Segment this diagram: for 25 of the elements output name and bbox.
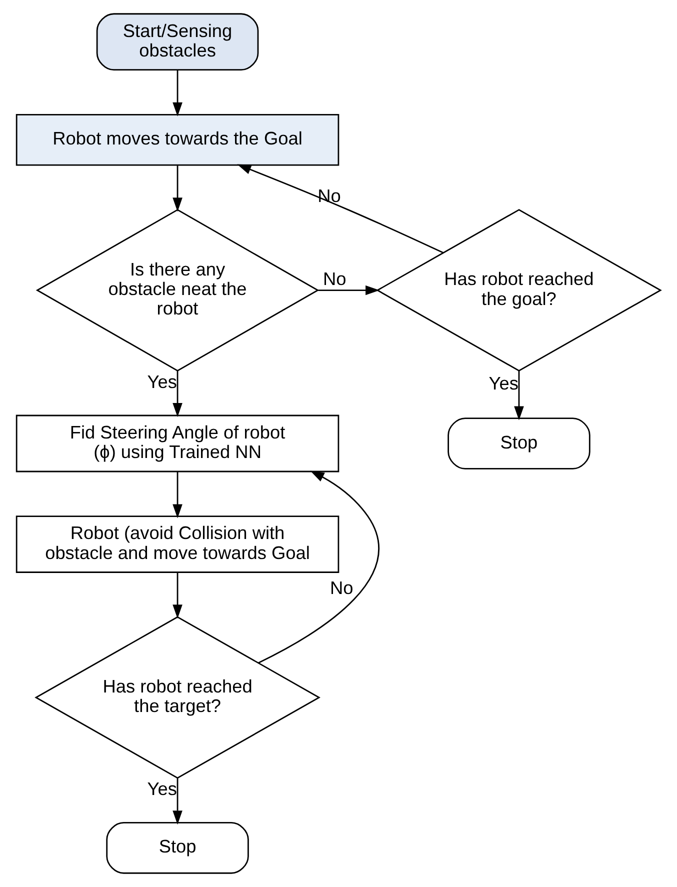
arrow [514, 370, 524, 420]
node-box: Stop [106, 822, 249, 874]
edge-label: Yes [488, 373, 518, 394]
edge-label: No [330, 578, 354, 598]
node-box: Robot (avoid Collision with obstacle and move towards Goal [16, 516, 340, 573]
arrow [172, 70, 182, 116]
edge-label: Yes [147, 372, 177, 392]
node-box: Fid Steering Angle of robot (ϕ) using Trained NN [16, 414, 340, 472]
arrow [172, 778, 182, 825]
edge-label: No [318, 186, 341, 206]
node-diamond: Has robot reached the target? [34, 616, 320, 779]
arrow [318, 285, 380, 296]
edge-label: Yes [147, 779, 177, 800]
node-box: Stop [448, 418, 590, 470]
arrow [172, 166, 182, 212]
arrow [258, 470, 380, 664]
arrow [172, 472, 182, 518]
edge-label: No [323, 269, 346, 290]
node-box: Robot moves towards the Goal [16, 114, 340, 166]
node-diamond: Has robot reached the goal? [376, 209, 662, 372]
node-diamond: Is there any obstacle neat the robot [36, 209, 320, 372]
arrow [172, 572, 182, 619]
node-box: Start/Sensing obstacles [96, 13, 259, 71]
arrow [172, 370, 182, 417]
arrow [237, 164, 444, 254]
